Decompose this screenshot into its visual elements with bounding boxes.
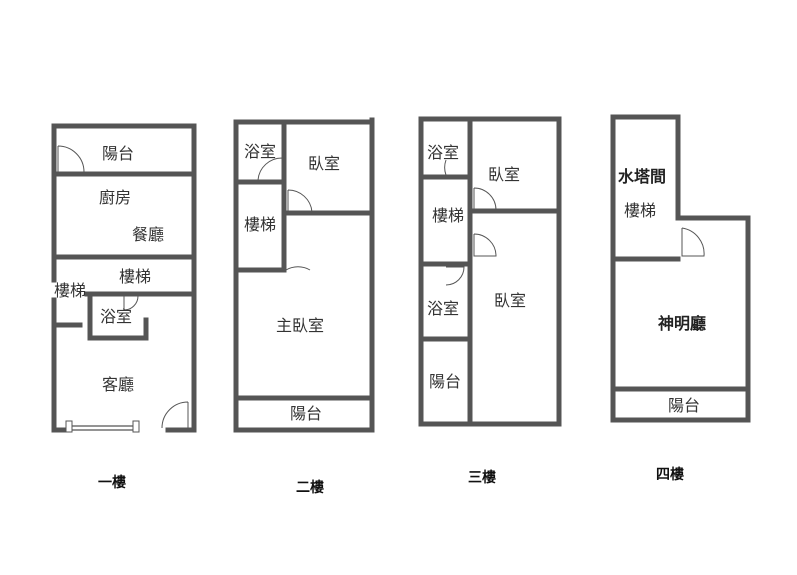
f1-balcony-label: 陽台 <box>102 144 134 163</box>
f3-stairs-label: 樓梯 <box>432 206 464 225</box>
f3-bath-top-label: 浴室 <box>427 143 459 162</box>
f4-stairs-label: 樓梯 <box>624 201 656 220</box>
f3-bedroom-top-label: 臥室 <box>488 165 520 184</box>
f2-bedroom-label: 臥室 <box>308 154 340 173</box>
f1-dining-label: 餐廳 <box>132 225 164 244</box>
f1-caption: 一樓 <box>98 474 126 491</box>
f4-shrine-label: 神明廳 <box>658 314 706 333</box>
f2-caption: 二樓 <box>296 479 324 496</box>
f1-stairs-label: 樓梯 <box>119 267 151 286</box>
f2-balcony-label: 陽台 <box>290 404 322 423</box>
floor-2-plan: 浴室 臥室 樓梯 主臥室 陽台 二樓 <box>233 117 375 496</box>
f3-caption: 三樓 <box>468 469 496 486</box>
f2-bath-label: 浴室 <box>244 142 276 161</box>
floor-1-plan: 陽台 廚房 餐廳 樓梯 樓梯 浴室 客廳 一樓 <box>51 123 197 491</box>
f1-living-label: 客廳 <box>102 375 134 394</box>
f1-bath-label: 浴室 <box>100 307 132 326</box>
f1-kitchen-label: 廚房 <box>99 188 131 207</box>
f3-bath-bottom-label: 浴室 <box>427 299 459 318</box>
floor-4-plan: 水塔間 樓梯 神明廳 陽台 四樓 <box>610 114 751 483</box>
f2-stairs-label: 樓梯 <box>244 215 276 234</box>
f3-bedroom-bottom-label: 臥室 <box>494 291 526 310</box>
f1-stairs-side-label: 樓梯 <box>54 281 86 300</box>
f4-balcony-label: 陽台 <box>668 396 700 415</box>
f2-master-label: 主臥室 <box>276 316 324 335</box>
f4-caption: 四樓 <box>656 466 684 483</box>
floor-3-plan: 浴室 臥室 樓梯 浴室 臥室 陽台 三樓 <box>418 116 562 486</box>
f3-balcony-label: 陽台 <box>429 372 461 391</box>
f4-water-tank-label: 水塔間 <box>618 167 666 186</box>
